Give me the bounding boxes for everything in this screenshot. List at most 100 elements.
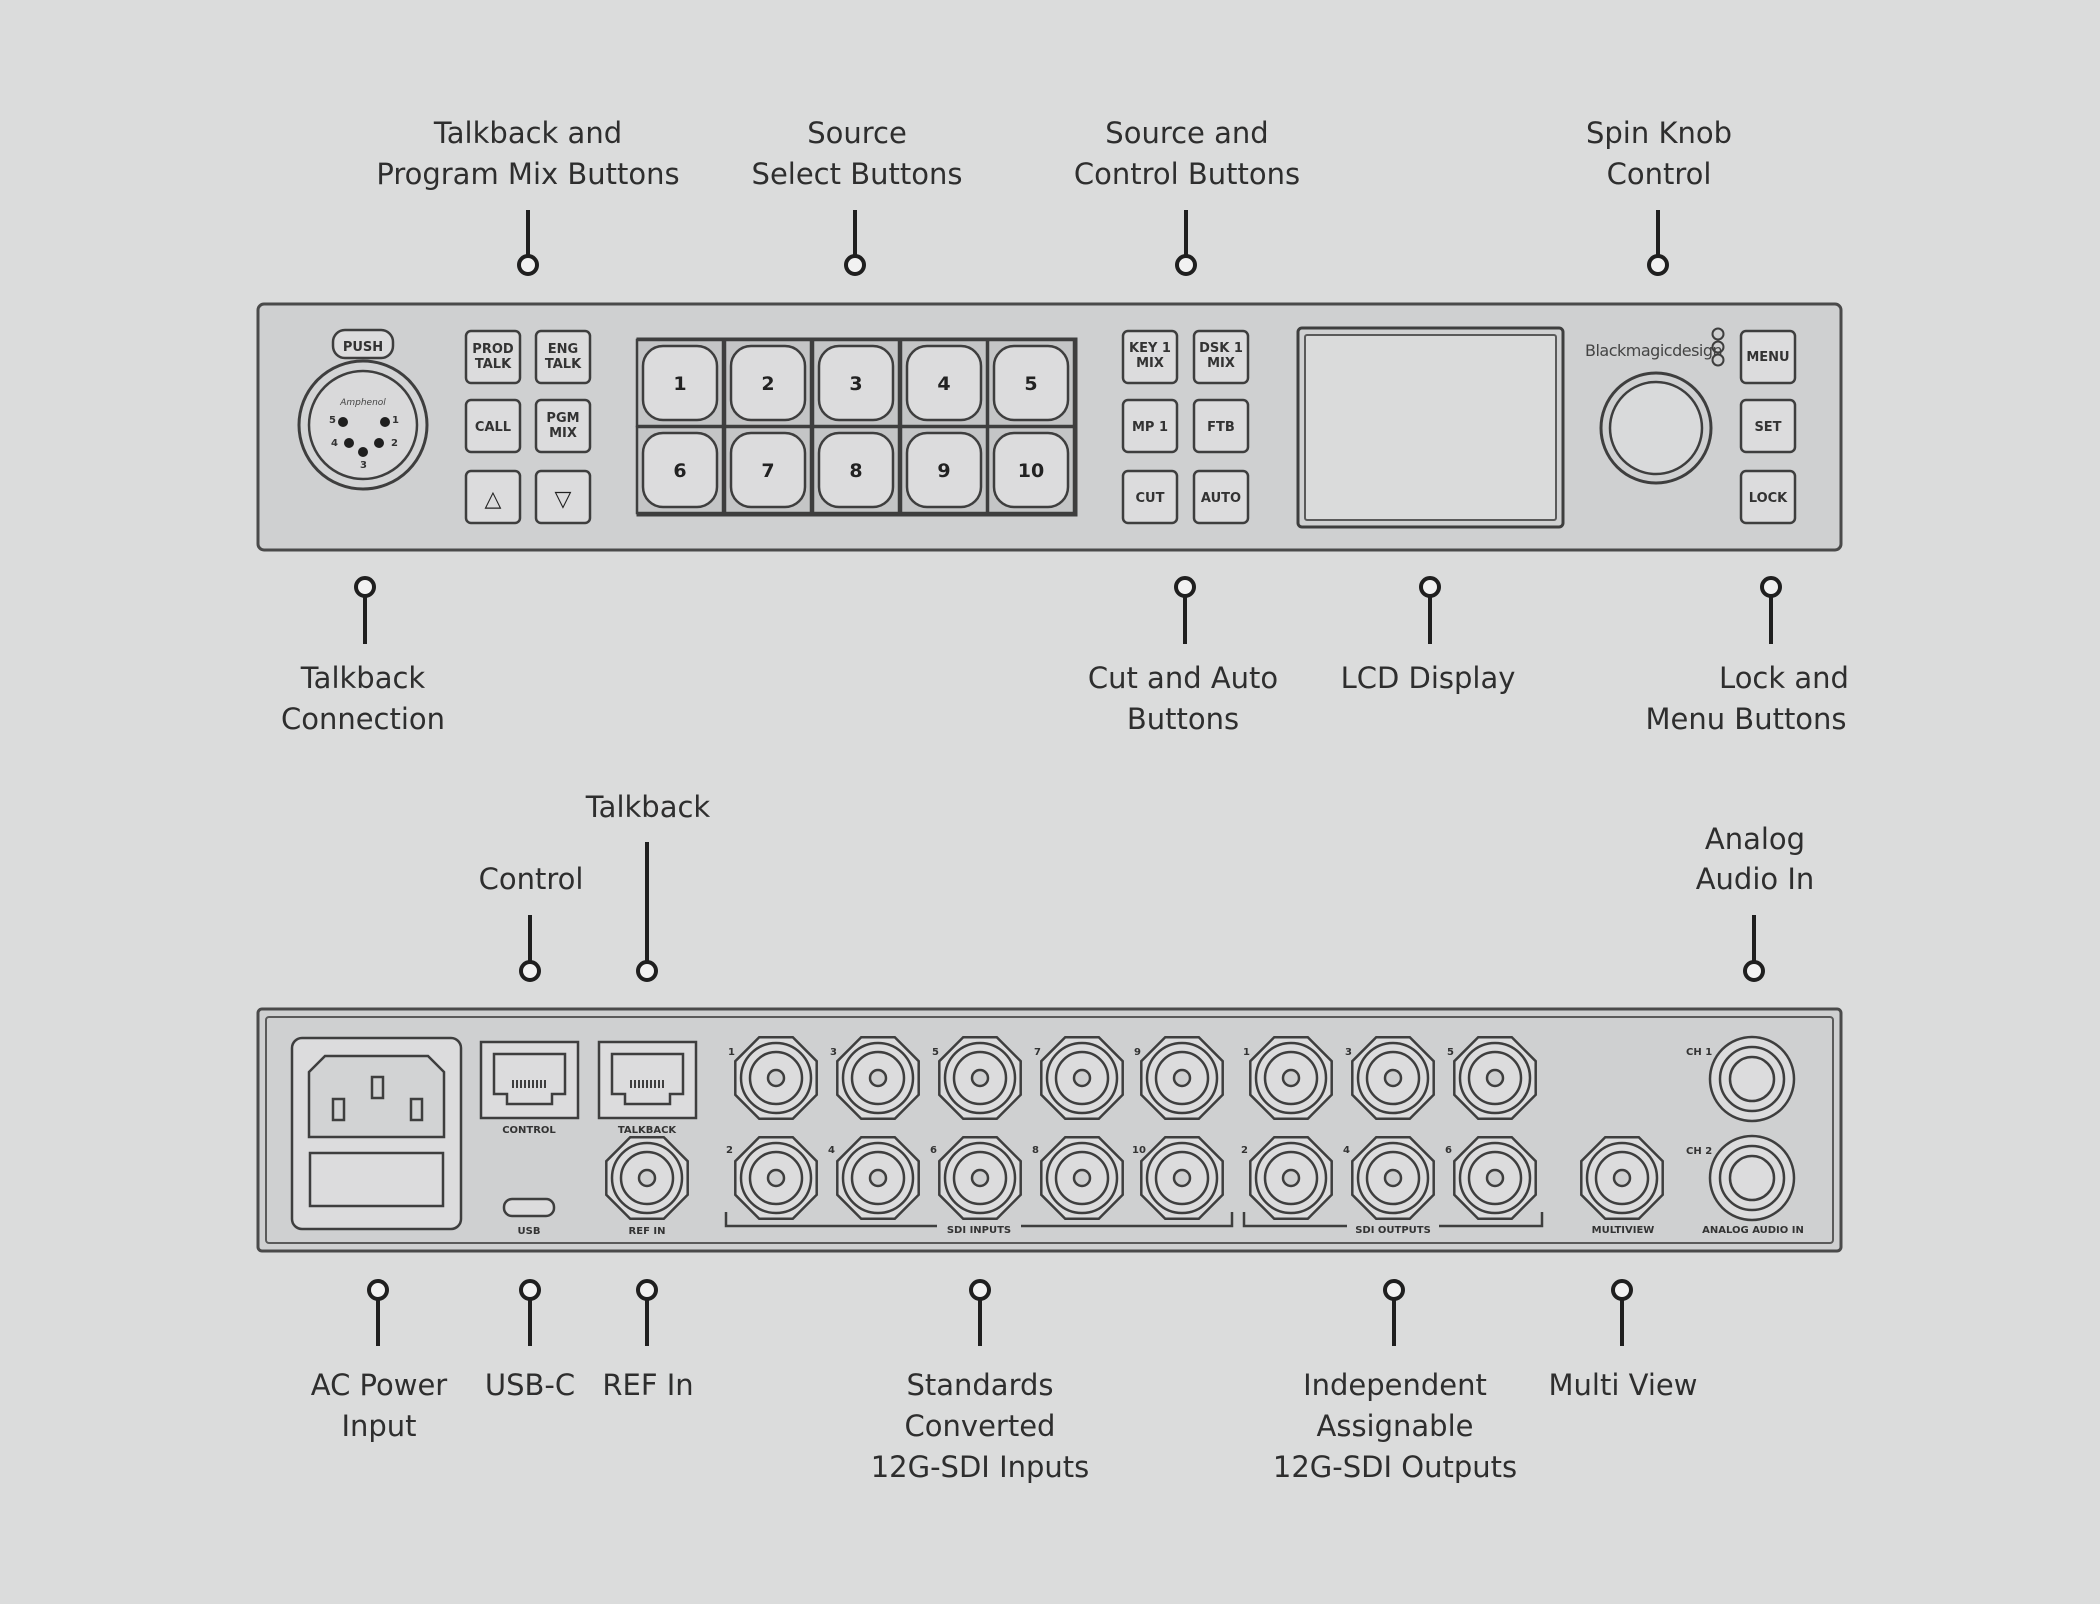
talkback-port-label: TALKBACK	[618, 1125, 678, 1136]
callout-sdi-outputs-line1: Independent	[1303, 1368, 1487, 1402]
source-button[interactable]	[992, 431, 1070, 509]
source-button[interactable]	[817, 344, 895, 422]
bnc-pin	[1383, 1168, 1403, 1188]
bnc-pin	[1072, 1068, 1092, 1088]
control-port: CONTROL	[479, 1040, 580, 1136]
set-button[interactable]	[1739, 398, 1797, 454]
lcd-display	[1296, 326, 1565, 529]
rear-bottom-callouts: AC Power Input USB-C REF In Standards Co…	[311, 1279, 1698, 1484]
front-top-callouts: Talkback and Program Mix Buttons Source …	[376, 116, 1732, 276]
bnc-pin	[868, 1068, 888, 1088]
mp1-label: MP 1	[1132, 420, 1168, 435]
spin-knob-inner[interactable]	[1608, 380, 1704, 476]
bnc-pin	[766, 1068, 786, 1088]
callout-pin	[1175, 254, 1197, 276]
bnc-ring	[1045, 1041, 1119, 1115]
control-buttons: KEY 1 MIX DSK 1 MIX MP 1 FTB CUT AUTO	[1121, 329, 1250, 525]
source-button[interactable]	[729, 344, 807, 422]
call-button[interactable]	[464, 398, 522, 454]
analog-audio-label: ANALOG AUDIO IN	[1702, 1225, 1804, 1236]
source-button-label: 1	[673, 373, 686, 395]
callout-sdi-outputs-line3: 12G-SDI Outputs	[1273, 1450, 1517, 1484]
callout-multi-view: Multi View	[1549, 1368, 1698, 1402]
bnc-ring	[619, 1150, 675, 1206]
source-button-label: 9	[937, 460, 950, 482]
ftb-button[interactable]	[1192, 398, 1250, 454]
rj45-cavity	[610, 1052, 685, 1106]
callout-pin	[636, 1279, 658, 1301]
key1-mix-label-line1: KEY 1	[1129, 341, 1171, 356]
callout-source-control-line1: Source and	[1105, 116, 1268, 150]
bnc-ring	[1356, 1041, 1430, 1115]
spin-knob[interactable]	[1599, 371, 1713, 485]
source-button-label: 6	[673, 460, 686, 482]
audio-jack-ring	[1728, 1154, 1776, 1202]
callout-pin	[969, 1279, 991, 1301]
arrow-up-button[interactable]	[464, 469, 522, 525]
callout-talkback-program-mix-line2: Program Mix Buttons	[376, 157, 679, 191]
auto-button[interactable]	[1192, 469, 1250, 525]
brand-logo-text: Blackmagicdesign	[1585, 341, 1722, 360]
port-number-label: 3	[1345, 1047, 1352, 1058]
source-button[interactable]	[992, 344, 1070, 422]
port-number-label: 2	[1241, 1145, 1248, 1156]
source-button[interactable]	[729, 431, 807, 509]
lock-button[interactable]	[1739, 469, 1797, 525]
bnc-ring	[1594, 1150, 1650, 1206]
menu-buttons: MENU SET LOCK	[1739, 329, 1797, 525]
port-number-label: 3	[830, 1047, 837, 1058]
lock-label: LOCK	[1749, 491, 1788, 506]
cut-button[interactable]	[1121, 469, 1179, 525]
arrow-down-button[interactable]	[534, 469, 592, 525]
callout-spin-knob-line1: Spin Knob	[1586, 116, 1732, 150]
port-number-label: 5	[1447, 1047, 1454, 1058]
eng-talk-button[interactable]	[534, 329, 592, 385]
bnc-pin	[1281, 1168, 1301, 1188]
callout-pin	[1383, 1279, 1405, 1301]
callout-control: Control	[479, 862, 584, 896]
audio-jack-ring	[1718, 1144, 1786, 1212]
source-button[interactable]	[817, 431, 895, 509]
rear-top-callouts: Control Talkback Analog Audio In	[479, 790, 1814, 982]
iec-pin	[370, 1075, 385, 1100]
menu-button[interactable]	[1739, 329, 1797, 385]
iec-pin	[409, 1097, 424, 1122]
callout-pin	[1760, 576, 1782, 598]
source-button-label: 8	[849, 460, 862, 482]
source-button[interactable]	[905, 344, 983, 422]
ch1-label: CH 1	[1686, 1047, 1712, 1058]
bnc-ring	[841, 1141, 915, 1215]
prod-talk-button[interactable]	[464, 329, 522, 385]
callout-usb-c: USB-C	[485, 1368, 575, 1402]
sdi-input-connector	[836, 1136, 920, 1220]
bnc-ring	[1254, 1141, 1328, 1215]
bnc-ring	[739, 1141, 813, 1215]
xlr-brand-label: Amphenol	[339, 398, 386, 408]
bnc-ring	[1154, 1050, 1210, 1106]
xlr-pin	[374, 438, 384, 448]
callout-pin	[1647, 254, 1669, 276]
source-button-label: 2	[761, 373, 774, 395]
key1-mix-button[interactable]	[1121, 329, 1179, 385]
dsk1-mix-button[interactable]	[1192, 329, 1250, 385]
callout-lcd-display: LCD Display	[1341, 661, 1516, 695]
source-button[interactable]	[905, 431, 983, 509]
port-number-label: 1	[1243, 1047, 1250, 1058]
mp1-button[interactable]	[1121, 398, 1179, 454]
xlr-pin-number: 3	[360, 460, 367, 471]
callout-analog-audio-line1: Analog	[1705, 822, 1805, 856]
port-number-label: 5	[932, 1047, 939, 1058]
source-button[interactable]	[641, 431, 719, 509]
source-button[interactable]	[641, 344, 719, 422]
bnc-pin	[970, 1068, 990, 1088]
brand-logo-mark	[1711, 327, 1725, 367]
sdi-input-connector	[1140, 1136, 1224, 1220]
pgm-mix-button[interactable]	[534, 398, 592, 454]
bnc-ring	[943, 1041, 1017, 1115]
port-number-label: 4	[828, 1145, 835, 1156]
bnc-ring	[610, 1141, 684, 1215]
callout-pin	[1174, 576, 1196, 598]
prod-talk-label-line2: TALK	[475, 357, 512, 372]
iec-pin	[331, 1097, 346, 1122]
call-label: CALL	[475, 420, 511, 435]
